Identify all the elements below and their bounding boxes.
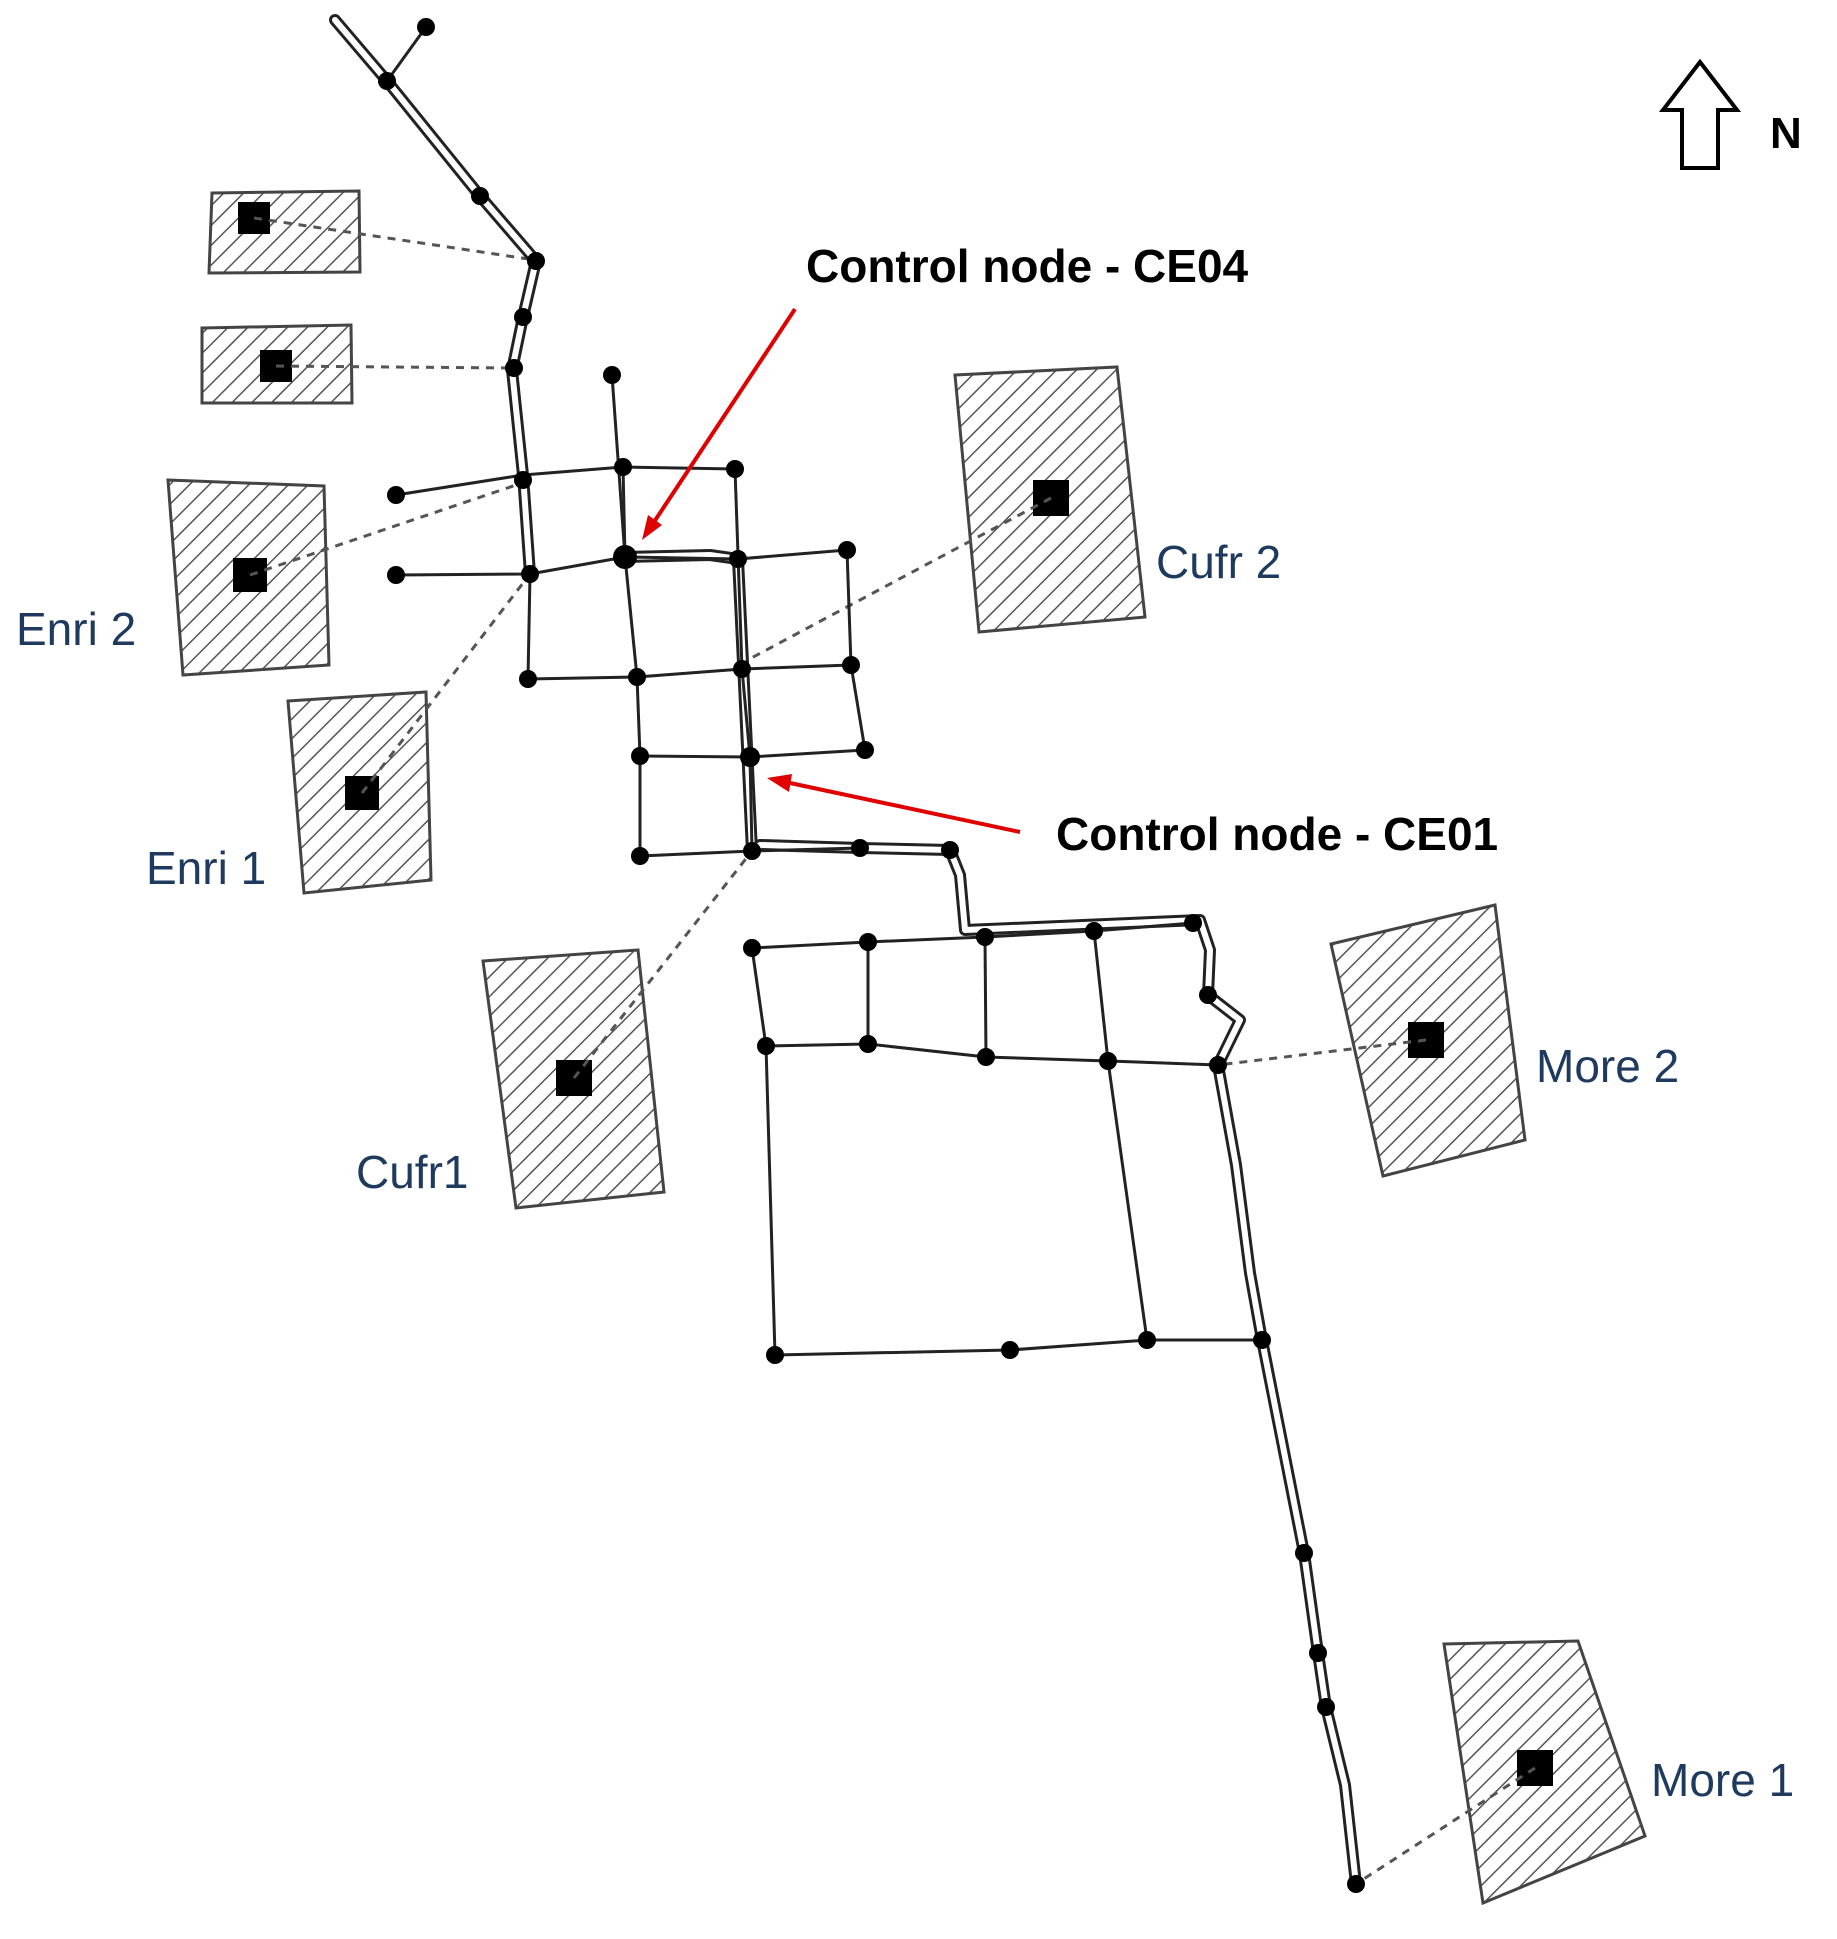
network-node [527, 252, 545, 270]
ce04-annotation-arrowhead [642, 515, 662, 540]
spur-pipe [385, 25, 428, 83]
pipe [394, 465, 737, 497]
pipe [733, 467, 754, 853]
plot-labels: Enri 2 Enri 1 Cufr 2 Cufr1 More 2 More 1 [16, 536, 1794, 1806]
network-node [1209, 1056, 1227, 1074]
network-node [1347, 1875, 1365, 1893]
network-node [757, 1037, 775, 1055]
network-node [856, 741, 874, 759]
network-node [521, 565, 539, 583]
control-node-ce01 [740, 747, 760, 767]
network-node [733, 660, 751, 678]
network-node [977, 1048, 995, 1066]
network-node [1295, 1544, 1313, 1562]
service-line [572, 850, 754, 1079]
north-arrow-icon [1658, 58, 1742, 170]
control-node-annotations: Control node - CE04 Control node - CE01 [642, 240, 1498, 860]
pipe [773, 1338, 1264, 1357]
network-node [1138, 1331, 1156, 1349]
network-node [614, 458, 632, 476]
network-node [631, 847, 649, 865]
plot-label-more-2: More 2 [1536, 1040, 1679, 1092]
network-node [859, 933, 877, 951]
network-node [505, 359, 523, 377]
network-node [378, 72, 396, 90]
pipe [1092, 929, 1149, 1342]
pipe [983, 935, 988, 1059]
network-node [976, 928, 994, 946]
control-node-ce04 [613, 545, 637, 569]
north-arrow: N [1658, 58, 1802, 170]
network-node [1199, 986, 1217, 1004]
service-line [1355, 1766, 1536, 1886]
network-node [1309, 1644, 1327, 1662]
network-node [603, 366, 621, 384]
service-line [360, 573, 532, 794]
network-node [631, 747, 649, 765]
north-label: N [1770, 109, 1802, 158]
network-node [743, 939, 761, 957]
plot-label-more-1: More 1 [1651, 1754, 1794, 1806]
plot-label-enri-2: Enri 2 [16, 603, 136, 655]
network-node [859, 1035, 877, 1053]
network-node [941, 841, 959, 859]
network-node [743, 842, 761, 860]
network-node [514, 308, 532, 326]
service-line [249, 480, 526, 577]
network-node [1253, 1331, 1271, 1349]
network-node [838, 541, 856, 559]
service-line [741, 496, 1052, 665]
network-node [628, 668, 646, 686]
pipe [621, 465, 642, 858]
network-node [729, 550, 747, 568]
service-connections [249, 216, 1536, 1886]
network-node [842, 656, 860, 674]
pipe [845, 548, 867, 752]
network-node [387, 566, 405, 584]
main-pipes [329, 14, 1362, 1890]
pipe [750, 946, 777, 1357]
network-node [1184, 914, 1202, 932]
network-node [1001, 1341, 1019, 1359]
plot-unlabeled-top-1 [207, 189, 362, 275]
main-pipe-north [329, 14, 542, 580]
network-node [519, 670, 537, 688]
network-node [471, 187, 489, 205]
ce01-label: Control node - CE01 [1056, 808, 1498, 860]
network-node [417, 18, 435, 36]
pipe [526, 572, 853, 681]
network-node [851, 839, 869, 857]
network-node [766, 1346, 784, 1364]
plot-label-cufr-1: Cufr1 [356, 1146, 468, 1198]
network-node [1085, 922, 1103, 940]
network-node [1099, 1052, 1117, 1070]
network-node [1317, 1698, 1335, 1716]
ce01-annotation-arrow [789, 781, 1021, 834]
network-node [387, 486, 405, 504]
service-line [275, 364, 515, 370]
plot-label-cufr-2: Cufr 2 [1156, 536, 1281, 588]
ce04-label: Control node - CE04 [806, 240, 1249, 292]
network-node [514, 471, 532, 489]
service-line [253, 216, 536, 262]
main-pipe-north [332, 17, 539, 577]
ce01-annotation-arrowhead [767, 774, 792, 792]
ce04-annotation-arrow [650, 307, 797, 527]
network-node [726, 460, 744, 478]
main-pipe-central [619, 549, 1362, 1890]
plot-label-enri-1: Enri 1 [146, 842, 266, 894]
service-line [1217, 1038, 1427, 1067]
nodes [378, 18, 1365, 1893]
